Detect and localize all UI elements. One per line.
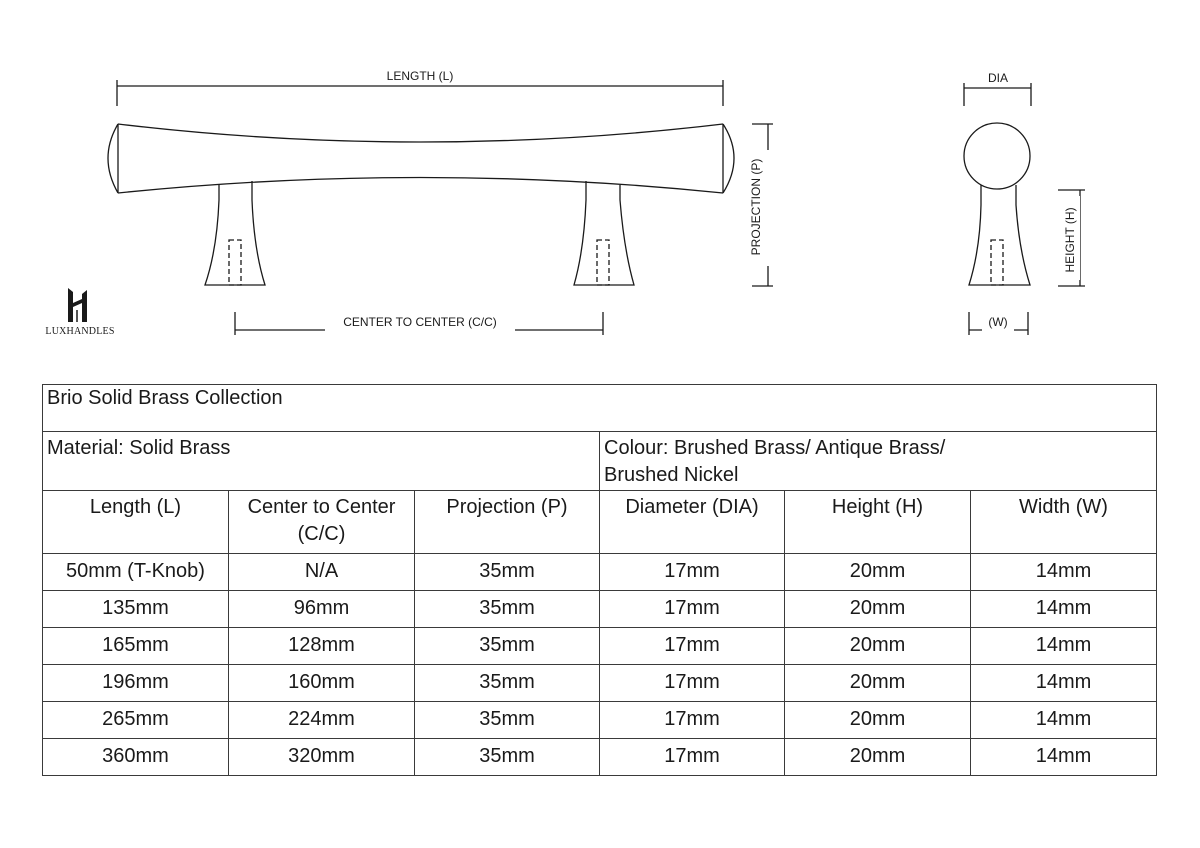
cell-center-to-center: 320mm (228, 738, 415, 776)
collection-title: Brio Solid Brass Collection (42, 384, 1157, 432)
handle-bar (107, 123, 735, 194)
cell-diameter: 17mm (599, 664, 785, 702)
colour-cell: Colour: Brushed Brass/ Antique Brass/ Br… (599, 431, 1157, 491)
cell-center-to-center: N/A (228, 553, 415, 591)
cell-diameter: 17mm (599, 553, 785, 591)
length-label: LENGTH (L) (387, 69, 454, 83)
cell-length: 135mm (42, 590, 229, 628)
table-row: 265mm 224mm 35mm 17mm 20mm 14mm (42, 701, 1157, 739)
header-width: Width (W) (970, 490, 1157, 554)
title-row: Brio Solid Brass Collection (42, 384, 1157, 432)
projection-label: PROJECTION (P) (749, 159, 763, 256)
colour-line-2: Brushed Nickel (604, 464, 739, 486)
cell-center-to-center: 128mm (228, 627, 415, 665)
cell-width: 14mm (970, 664, 1157, 702)
technical-drawing: LENGTH (L) CENTER TO CENTER (C/C) PROJEC… (107, 67, 1085, 338)
cell-diameter: 17mm (599, 627, 785, 665)
luxhandles-logo: LUXHANDLES (40, 286, 120, 342)
cell-height: 20mm (784, 664, 971, 702)
cell-height: 20mm (784, 590, 971, 628)
length-dimension (116, 80, 724, 106)
side-view-knob (963, 122, 1031, 286)
cell-width: 14mm (970, 627, 1157, 665)
table-row: 50mm (T-Knob) N/A 35mm 17mm 20mm 14mm (42, 553, 1157, 591)
info-row: Material: Solid Brass Colour: Brushed Br… (42, 431, 1157, 491)
cell-projection: 35mm (414, 627, 600, 665)
cell-projection: 35mm (414, 701, 600, 739)
right-post (573, 181, 635, 286)
cell-length: 265mm (42, 701, 229, 739)
cell-width: 14mm (970, 738, 1157, 776)
header-projection: Projection (P) (414, 490, 600, 554)
logo-text: LUXHANDLES (45, 326, 115, 337)
cell-center-to-center: 96mm (228, 590, 415, 628)
material-cell: Material: Solid Brass (42, 431, 600, 491)
cell-width: 14mm (970, 590, 1157, 628)
table-row: 165mm 128mm 35mm 17mm 20mm 14mm (42, 627, 1157, 665)
header-diameter: Diameter (DIA) (599, 490, 785, 554)
cell-length: 360mm (42, 738, 229, 776)
height-label: HEIGHT (H) (1063, 207, 1077, 272)
cell-width: 14mm (970, 701, 1157, 739)
spec-table: Brio Solid Brass Collection Material: So… (42, 384, 1157, 776)
cell-center-to-center: 224mm (228, 701, 415, 739)
left-post (204, 181, 266, 286)
cell-length: 196mm (42, 664, 229, 702)
table-row: 196mm 160mm 35mm 17mm 20mm 14mm (42, 664, 1157, 702)
cell-projection: 35mm (414, 664, 600, 702)
cell-projection: 35mm (414, 553, 600, 591)
dia-label: DIA (988, 71, 1008, 85)
table-row: 360mm 320mm 35mm 17mm 20mm 14mm (42, 738, 1157, 776)
logo-mark-icon (68, 288, 87, 322)
cell-height: 20mm (784, 701, 971, 739)
cell-center-to-center: 160mm (228, 664, 415, 702)
cell-diameter: 17mm (599, 738, 785, 776)
cell-width: 14mm (970, 553, 1157, 591)
cell-length: 165mm (42, 627, 229, 665)
header-center-to-center: Center to Center(C/C) (228, 490, 415, 554)
cell-diameter: 17mm (599, 701, 785, 739)
cell-projection: 35mm (414, 590, 600, 628)
header-height: Height (H) (784, 490, 971, 554)
cell-height: 20mm (784, 553, 971, 591)
table-row: 135mm 96mm 35mm 17mm 20mm 14mm (42, 590, 1157, 628)
cell-projection: 35mm (414, 738, 600, 776)
colour-line-1: Colour: Brushed Brass/ Antique Brass/ (604, 437, 946, 459)
width-label: (W) (988, 315, 1007, 329)
cell-height: 20mm (784, 627, 971, 665)
cell-height: 20mm (784, 738, 971, 776)
dia-dimension (963, 83, 1032, 106)
cell-length: 50mm (T-Knob) (42, 553, 229, 591)
cc-label: CENTER TO CENTER (C/C) (343, 315, 497, 329)
header-length: Length (L) (42, 490, 229, 554)
header-row: Length (L) Center to Center(C/C) Project… (42, 490, 1157, 554)
cell-diameter: 17mm (599, 590, 785, 628)
